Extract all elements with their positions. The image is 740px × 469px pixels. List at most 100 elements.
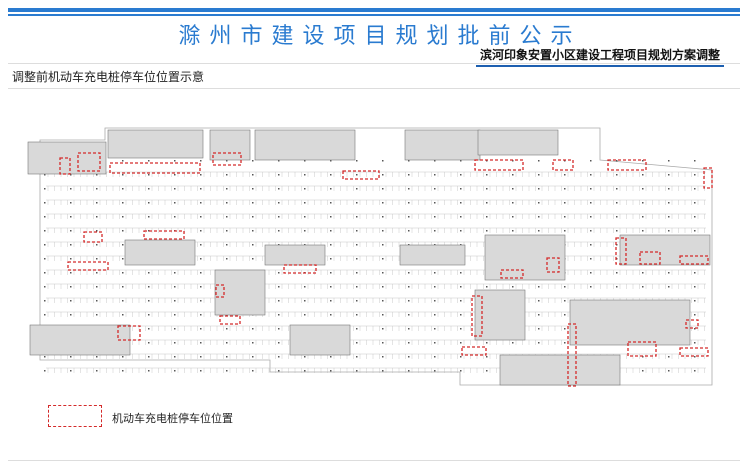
column: [122, 202, 124, 204]
column: [538, 216, 540, 218]
column: [460, 286, 462, 288]
column: [590, 258, 592, 260]
column: [408, 160, 410, 162]
column: [252, 160, 254, 162]
column: [122, 272, 124, 274]
column: [330, 314, 332, 316]
column: [486, 286, 488, 288]
column: [148, 174, 150, 176]
column: [148, 300, 150, 302]
column: [174, 272, 176, 274]
column: [408, 230, 410, 232]
column: [668, 272, 670, 274]
column: [252, 356, 254, 358]
column: [278, 314, 280, 316]
column: [564, 160, 566, 162]
column: [278, 370, 280, 372]
residential-building-core: [124, 239, 196, 266]
column: [668, 356, 670, 358]
column: [486, 216, 488, 218]
column: [96, 370, 98, 372]
column: [694, 314, 696, 316]
column: [668, 160, 670, 162]
column: [486, 342, 488, 344]
column: [382, 160, 384, 162]
column: [486, 356, 488, 358]
column: [642, 370, 644, 372]
column: [148, 230, 150, 232]
column: [356, 286, 358, 288]
column: [200, 272, 202, 274]
column: [460, 216, 462, 218]
column: [564, 174, 566, 176]
column: [44, 230, 46, 232]
residential-building-core: [477, 129, 559, 156]
column: [174, 286, 176, 288]
column: [616, 188, 618, 190]
column: [460, 188, 462, 190]
charging-parking-marker: [639, 251, 661, 265]
charging-parking-marker: [117, 325, 141, 341]
column: [668, 202, 670, 204]
column: [434, 202, 436, 204]
column: [616, 202, 618, 204]
column: [590, 202, 592, 204]
column: [616, 272, 618, 274]
column: [486, 160, 488, 162]
column: [408, 286, 410, 288]
column: [96, 314, 98, 316]
column: [538, 300, 540, 302]
column: [512, 188, 514, 190]
charging-parking-marker: [143, 230, 185, 240]
column: [122, 174, 124, 176]
column: [70, 188, 72, 190]
column: [538, 202, 540, 204]
column: [382, 286, 384, 288]
charging-parking-marker: [607, 159, 647, 171]
column: [616, 286, 618, 288]
column: [200, 174, 202, 176]
column: [408, 202, 410, 204]
column: [408, 216, 410, 218]
page-title: 滁州市建设项目规划批前公示: [178, 24, 582, 49]
residential-building-core: [29, 324, 131, 356]
column: [330, 216, 332, 218]
column: [486, 174, 488, 176]
column: [252, 342, 254, 344]
column: [590, 174, 592, 176]
column: [434, 216, 436, 218]
charging-parking-marker: [679, 255, 709, 265]
column: [148, 314, 150, 316]
column: [96, 202, 98, 204]
column: [252, 202, 254, 204]
column: [408, 314, 410, 316]
charging-parking-marker: [685, 319, 699, 329]
column: [564, 202, 566, 204]
column: [96, 286, 98, 288]
column: [356, 244, 358, 246]
column: [278, 356, 280, 358]
column: [70, 258, 72, 260]
column: [252, 216, 254, 218]
charging-parking-marker: [342, 170, 380, 180]
column: [226, 342, 228, 344]
column: [460, 202, 462, 204]
column: [174, 314, 176, 316]
column: [200, 370, 202, 372]
column: [642, 174, 644, 176]
column: [304, 174, 306, 176]
column: [44, 314, 46, 316]
divider: [8, 460, 740, 461]
column: [694, 174, 696, 176]
residential-building-core: [499, 354, 621, 386]
column: [408, 272, 410, 274]
column: [70, 356, 72, 358]
column: [70, 174, 72, 176]
column: [96, 216, 98, 218]
column: [382, 188, 384, 190]
column: [122, 300, 124, 302]
column: [44, 300, 46, 302]
column: [616, 244, 618, 246]
column: [434, 300, 436, 302]
column: [694, 328, 696, 330]
